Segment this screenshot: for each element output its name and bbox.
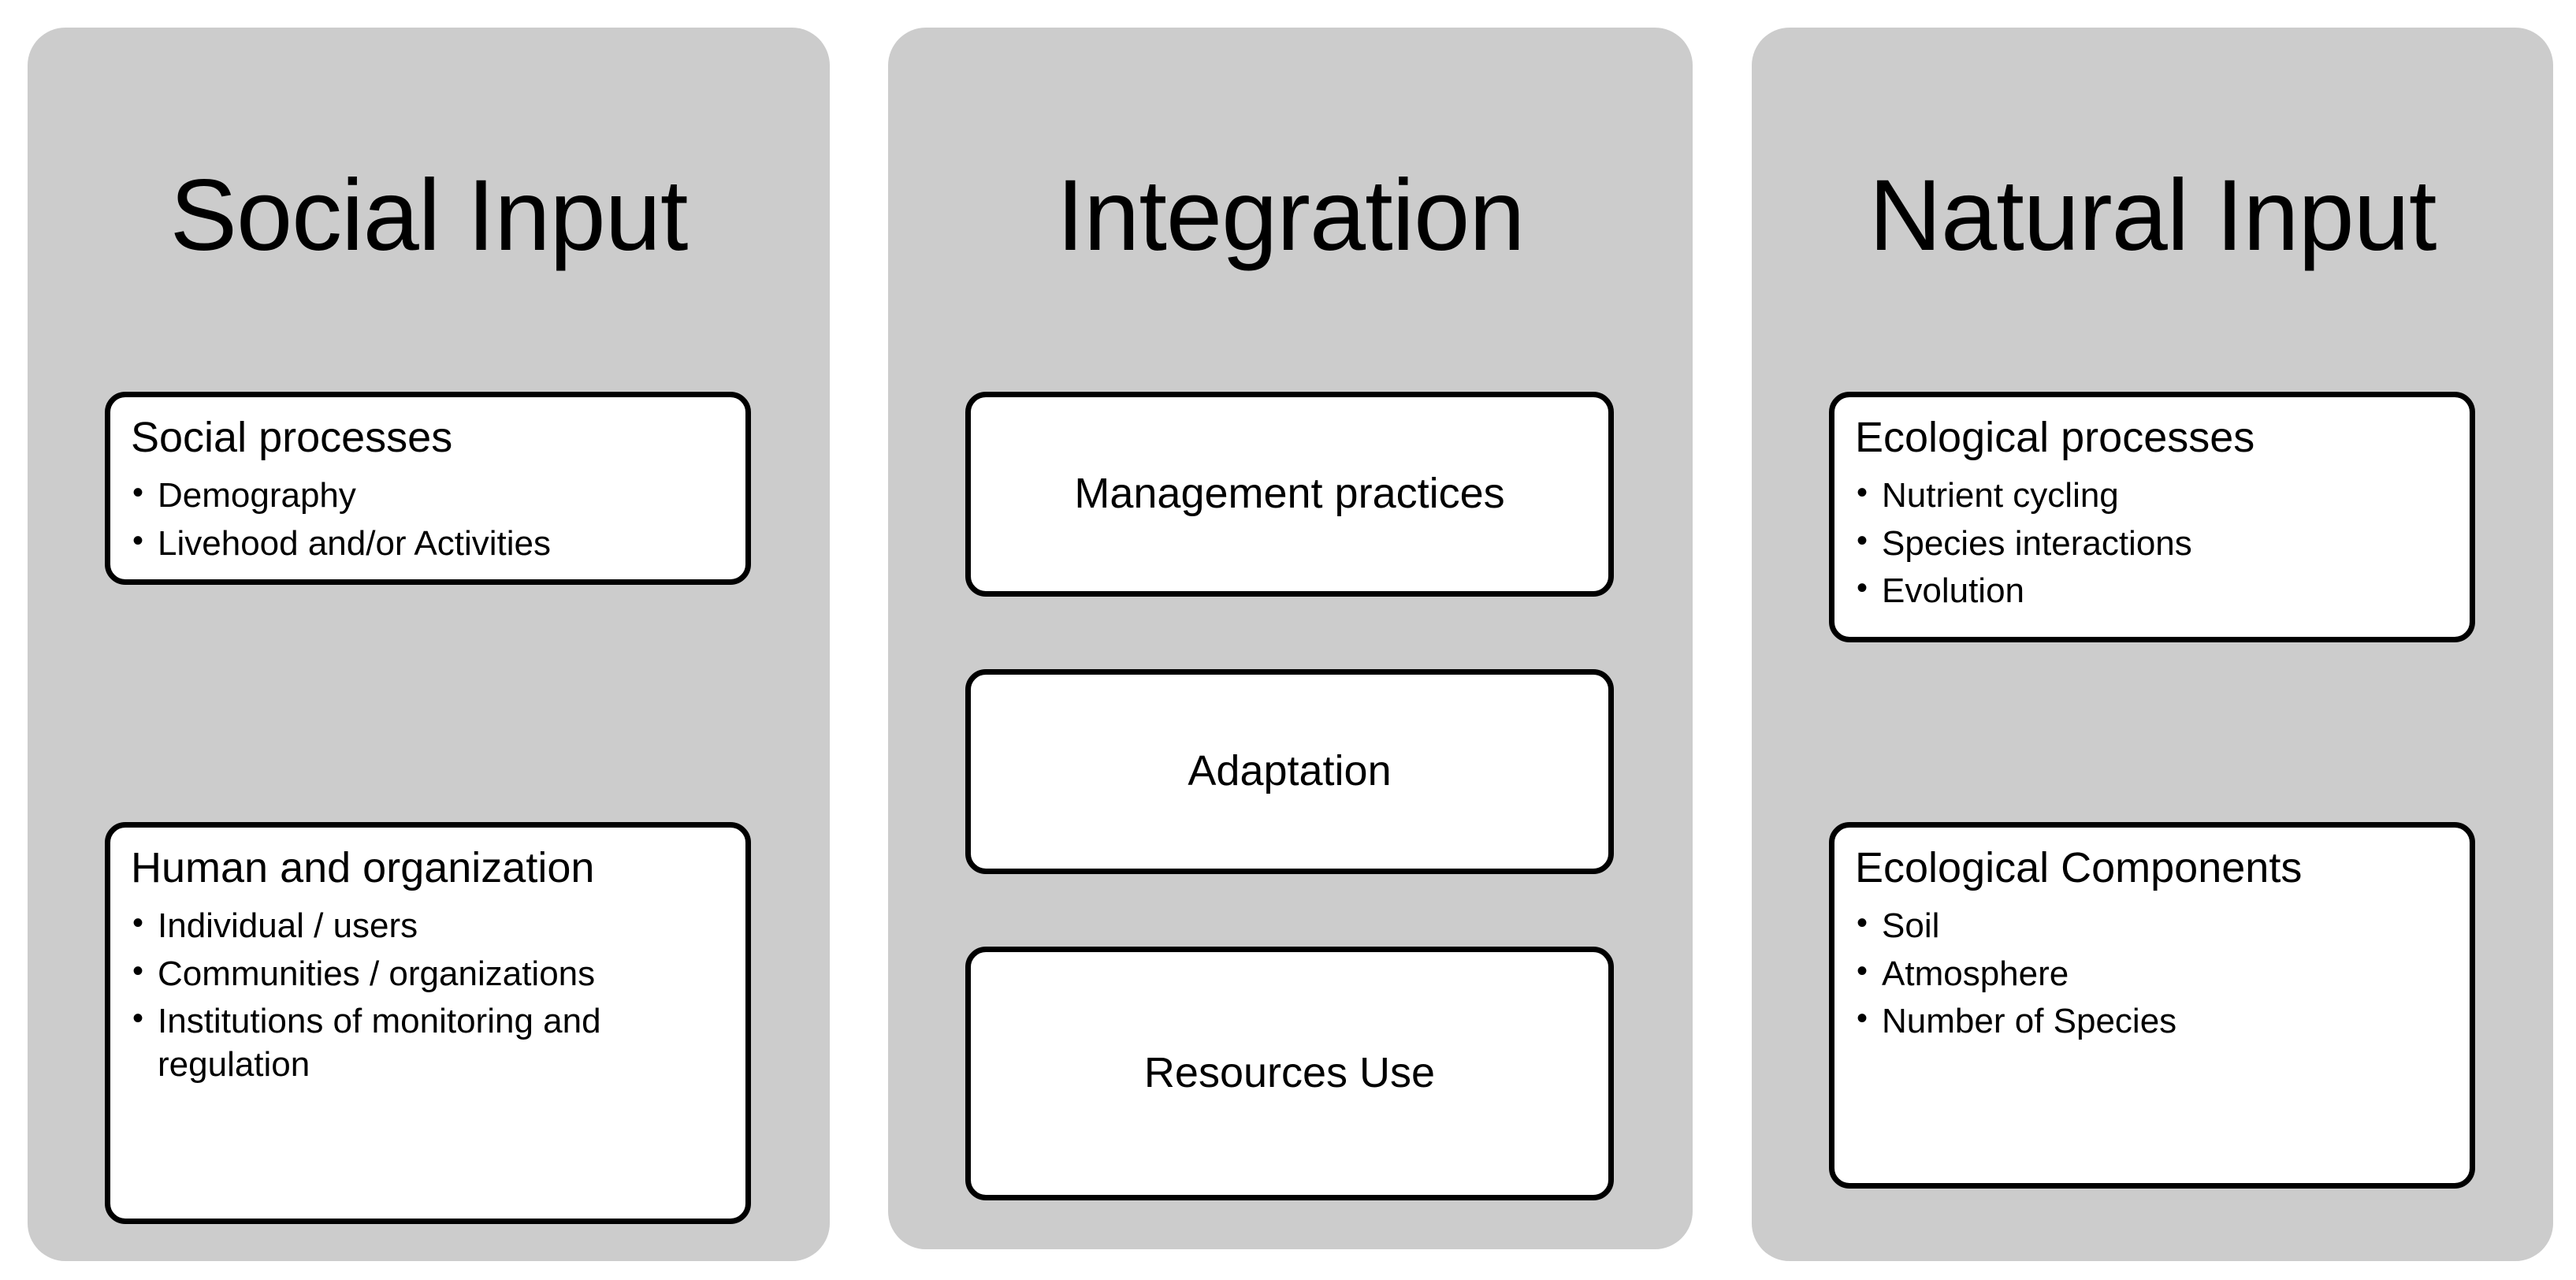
card-ecological-processes: Ecological processes Nutrient cycling Sp… xyxy=(1829,392,2475,642)
card-management-practices: Management practices xyxy=(965,392,1614,597)
card-heading-ecological-processes: Ecological processes xyxy=(1855,414,2255,461)
bullet-list-ecological-processes: Nutrient cycling Species interactions Ev… xyxy=(1855,474,2449,613)
list-item: Nutrient cycling xyxy=(1855,474,2449,518)
list-item: Number of Species xyxy=(1855,999,2449,1044)
panel-title-social-input: Social Input xyxy=(169,159,689,273)
card-resources-use: Resources Use xyxy=(965,947,1614,1200)
card-label-management-practices: Management practices xyxy=(1074,470,1505,518)
list-item: Species interactions xyxy=(1855,522,2449,566)
bullet-list-social-processes: Demography Livehood and/or Activities xyxy=(131,474,725,565)
bullet-list-human-and-organization: Individual / users Communities / organiz… xyxy=(131,904,725,1086)
list-item: Livehood and/or Activities xyxy=(131,522,725,566)
card-heading-ecological-components: Ecological Components xyxy=(1855,844,2303,891)
panel-title-integration: Integration xyxy=(1056,159,1526,273)
card-label-resources-use: Resources Use xyxy=(1143,1049,1436,1097)
card-ecological-components: Ecological Components Soil Atmosphere Nu… xyxy=(1829,822,2475,1189)
card-social-processes: Social processes Demography Livehood and… xyxy=(105,392,751,585)
card-label-adaptation: Adaptation xyxy=(1188,747,1392,795)
panel-natural-input: Natural Input Ecological processes Nutri… xyxy=(1752,28,2553,1261)
card-adaptation: Adaptation xyxy=(965,669,1614,874)
list-item: Institutions of monitoring and regulatio… xyxy=(131,999,725,1086)
list-item: Evolution xyxy=(1855,569,2449,613)
list-item: Demography xyxy=(131,474,725,518)
panel-integration: Integration Management practices Adaptat… xyxy=(888,28,1693,1249)
panel-social-input: Social Input Social processes Demography… xyxy=(28,28,830,1261)
bullet-list-ecological-components: Soil Atmosphere Number of Species xyxy=(1855,904,2449,1044)
list-item: Communities / organizations xyxy=(131,952,725,996)
list-item: Soil xyxy=(1855,904,2449,948)
panel-title-natural-input: Natural Input xyxy=(1868,159,2437,273)
card-heading-human-and-organization: Human and organization xyxy=(131,844,595,891)
list-item: Atmosphere xyxy=(1855,952,2449,996)
card-human-and-organization: Human and organization Individual / user… xyxy=(105,822,751,1224)
list-item: Individual / users xyxy=(131,904,725,948)
card-heading-social-processes: Social processes xyxy=(131,414,453,461)
